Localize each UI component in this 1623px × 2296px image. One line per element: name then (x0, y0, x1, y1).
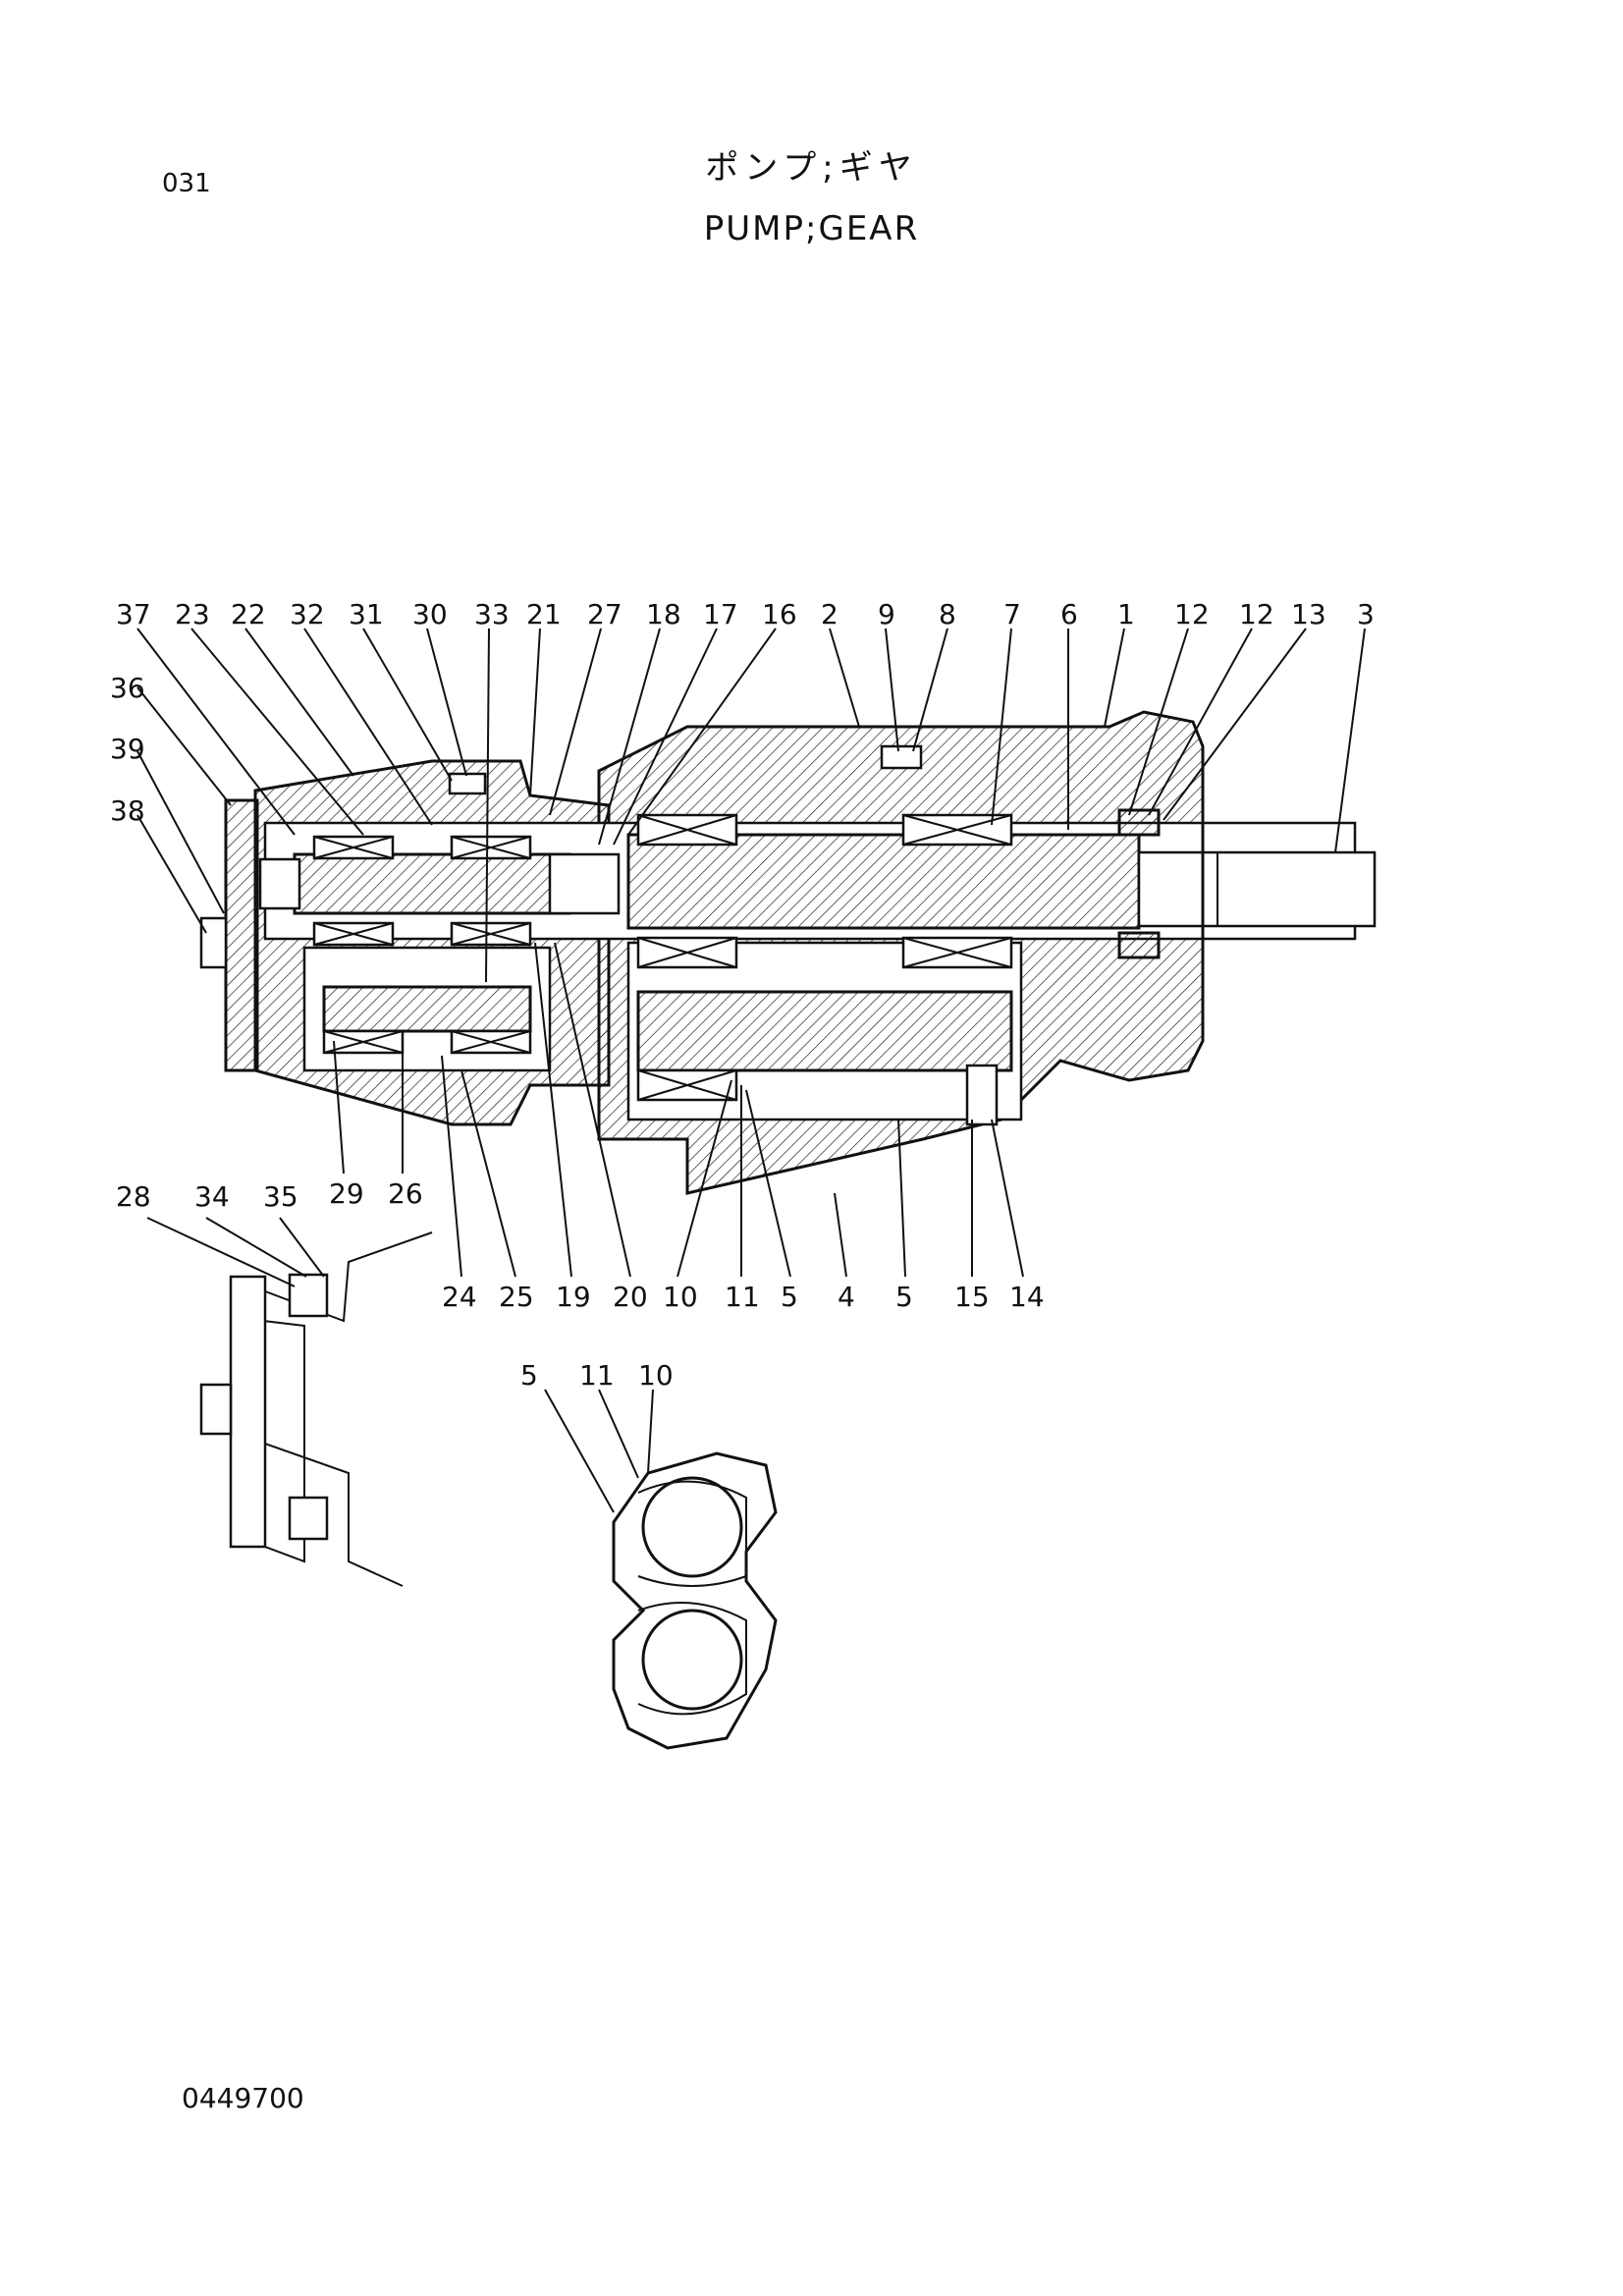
callout-30: 30 (412, 598, 448, 630)
upper-bore (641, 1476, 743, 1578)
callout-39: 39 (110, 733, 145, 765)
callout-33: 33 (474, 598, 510, 630)
callout-7: 7 (1003, 598, 1021, 630)
callout-1: 1 (1117, 598, 1135, 630)
title-english: PUMP;GEAR (703, 209, 920, 248)
callout-34: 34 (194, 1180, 230, 1213)
callout-31: 31 (349, 598, 384, 630)
detail-end-plate-view: 28 34 35 (116, 1180, 433, 1587)
end-plate (229, 1275, 267, 1549)
wear-plate-outline (612, 1451, 778, 1750)
drive-shaft (626, 833, 1141, 930)
callout-11: 11 (725, 1281, 760, 1313)
callout-25: 25 (499, 1281, 534, 1313)
callout-37: 37 (116, 598, 151, 630)
bearings (312, 813, 1013, 1102)
callout-24: 24 (442, 1281, 477, 1313)
page-code: 031 (162, 169, 211, 198)
bolt-head-lower (288, 1496, 329, 1541)
lower-bore (641, 1609, 743, 1711)
bolt-head-28 (288, 1273, 329, 1318)
callout-5a: 5 (781, 1281, 798, 1313)
callout-4: 4 (838, 1281, 855, 1313)
callout-17: 17 (703, 598, 738, 630)
callout-9: 9 (878, 598, 895, 630)
small-shaft (293, 852, 571, 915)
callout-23: 23 (175, 598, 210, 630)
callout-5b: 5 (895, 1281, 913, 1313)
callout-13: 13 (1291, 598, 1326, 630)
callout-10: 10 (663, 1281, 698, 1313)
callout-14: 14 (1009, 1281, 1045, 1313)
callout-detail-11: 11 (579, 1359, 615, 1392)
callouts-main-top: 37 23 22 32 31 30 33 21 27 18 17 16 2 9 … (116, 598, 1375, 630)
callout-36: 36 (110, 672, 145, 704)
callout-3: 3 (1357, 598, 1375, 630)
callout-29: 29 (329, 1177, 364, 1210)
seal-12 (1117, 808, 1161, 837)
callouts-main-bottom: 24 25 19 20 10 11 5 4 5 15 14 (442, 1281, 1045, 1313)
callout-28: 28 (116, 1180, 151, 1213)
callouts-main-left: 36 39 38 (110, 672, 145, 827)
title-japanese: ポンプ;ギヤ (705, 148, 918, 188)
callout-detail-10: 10 (638, 1359, 674, 1392)
callout-21: 21 (526, 598, 562, 630)
callout-12b: 12 (1239, 598, 1274, 630)
detail-wear-plate-view: 5 11 10 (520, 1359, 778, 1750)
callout-38: 38 (110, 794, 145, 827)
callout-20: 20 (613, 1281, 648, 1313)
callout-15: 15 (954, 1281, 990, 1313)
callout-27: 27 (587, 598, 622, 630)
callout-6: 6 (1060, 598, 1078, 630)
callout-16: 16 (762, 598, 797, 630)
callout-19: 19 (556, 1281, 591, 1313)
callout-8: 8 (939, 598, 956, 630)
bolt-14 (965, 1064, 999, 1126)
bolt-head-center (199, 1383, 233, 1436)
main-sectional-view (199, 710, 1377, 1195)
end-cover (224, 798, 259, 1072)
callouts-main-mid: 29 26 (329, 1177, 423, 1210)
lower-gear (636, 990, 1013, 1072)
callout-2: 2 (821, 598, 839, 630)
leader-lines (136, 628, 1366, 1278)
callout-22: 22 (231, 598, 266, 630)
document-number: 0449700 (182, 2082, 304, 2114)
callout-detail-5: 5 (520, 1359, 538, 1392)
callout-26: 26 (388, 1177, 423, 1210)
callout-32: 32 (290, 598, 325, 630)
shaft-extension (1137, 850, 1377, 928)
plug-30 (448, 772, 487, 795)
bolt-38 (199, 916, 228, 969)
callout-18: 18 (646, 598, 681, 630)
callout-12a: 12 (1174, 598, 1210, 630)
plug-9 (880, 744, 923, 770)
callout-35: 35 (263, 1180, 298, 1213)
